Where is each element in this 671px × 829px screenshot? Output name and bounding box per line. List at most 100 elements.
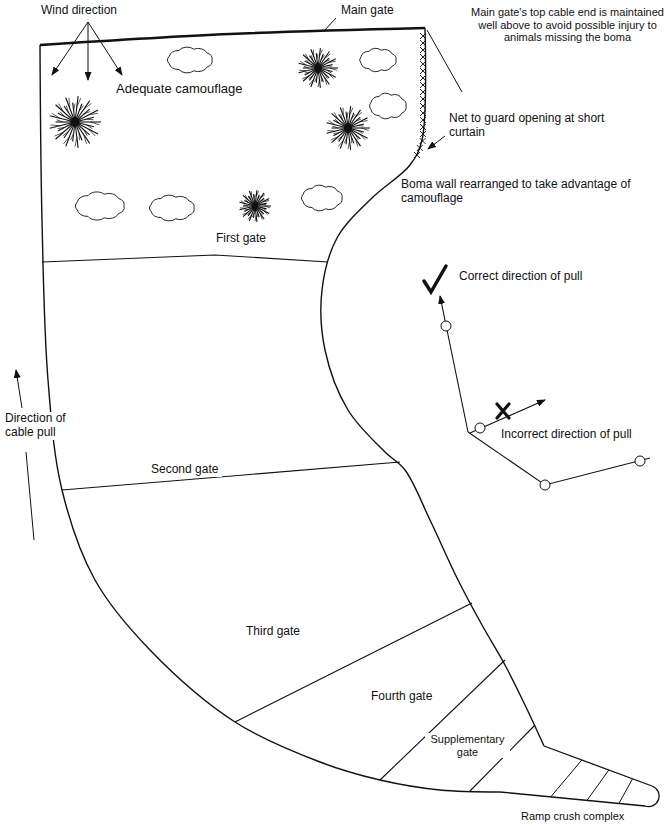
callout-label: Second gate [150,463,222,477]
tree-twig [305,54,309,60]
tree-twig [329,61,336,62]
tree-twig [75,137,77,146]
tree-twig [361,128,369,131]
tree-twig [265,206,270,208]
tree-twig [334,112,338,119]
tree-twig [360,121,368,122]
pulley-symbol [635,456,645,466]
tree-twig [330,68,337,70]
callout-label: Correct direction of pull [458,270,586,284]
bush-symbol [76,192,125,220]
tree-twig [254,195,256,199]
wind-arrow [52,22,88,75]
tree-symbol [239,190,271,222]
net-cross [420,47,426,53]
tree-centre [314,64,321,71]
tree-twig [342,108,343,116]
callout-label: Main gate [340,4,397,18]
tree-symbol [299,48,338,88]
bush-symbol [360,48,396,71]
tree-twig [66,106,68,113]
gate-line [62,462,400,490]
tree-twig [319,50,322,57]
tree-twig [318,80,319,87]
net-cross [420,124,426,130]
tree-twig [313,50,314,57]
tree-twig [344,138,347,143]
tree-symbol [50,96,101,148]
tree-twig [325,78,327,85]
tree-twig [327,65,332,66]
tree-twig [347,112,348,118]
tree-twig [84,111,90,114]
tree-twig [86,119,93,121]
leader-arrow [428,136,445,149]
tree-twig [257,213,258,217]
tree-twig [355,139,357,147]
tree-twig [260,195,265,198]
tree-twig [299,70,306,72]
net-cross [420,54,426,60]
tree-twig [256,191,258,196]
check-mark [424,266,446,292]
callout-label: Wind direction [40,4,121,18]
net-cross [417,145,423,151]
tree-twig [360,134,366,140]
tree-twig [302,76,309,79]
net-cross [420,33,426,39]
tree-twig [351,137,352,143]
wind-arrow [88,22,89,80]
net-cross [420,75,426,81]
tree-twig [329,74,334,79]
callout-label: Adequate camouflage [115,82,246,97]
tree-twig [55,132,64,136]
net-cross [420,40,426,46]
tree-twig [321,76,322,81]
tree-twig [311,55,313,60]
bush-symbol [168,47,213,73]
tree-twig [331,137,338,140]
tree-twig [242,212,247,214]
gate-line [380,660,505,780]
leader-line [427,30,462,92]
callout-label: Net to guard opening at short curtain [448,112,608,140]
wind-arrow [88,22,122,75]
tree-twig [245,195,248,200]
callout-label: Ramp crush complex [520,810,628,823]
callout-label: Direction of cable pull [4,412,88,440]
net-cross [414,152,420,158]
callout-label: First gate [215,232,270,246]
tree-twig [91,122,100,125]
tree-twig [327,130,335,132]
tree-twig [250,196,251,200]
tree-twig [348,141,350,149]
tree-twig [244,209,248,211]
callout-label: Fourth gate [370,690,436,704]
tree-twig [50,124,59,126]
ramp-gate [587,770,609,800]
net-cross [420,138,426,144]
pulley-symbol [540,480,550,490]
tree-twig [317,54,318,59]
tree-twig [59,104,64,112]
net-cross [420,103,426,109]
ramp-gate [619,779,633,804]
bush-symbol [150,195,195,221]
net-cross [420,110,426,116]
cable-pull-line [26,452,34,540]
tree-twig [251,191,252,197]
gate-line [235,603,472,722]
tree-twig [264,200,270,202]
cable-pull-arrow [16,370,22,408]
tree-twig [341,114,343,120]
tree-twig [332,126,338,128]
tree-twig [240,207,246,208]
tree-twig [358,125,364,126]
net-cross [420,82,426,88]
ramp-crush-tube [500,746,659,807]
boma-wall-left [40,45,500,792]
correct-pull-arrow [440,296,468,432]
tree-centre [252,203,258,209]
tree-twig [74,103,75,110]
